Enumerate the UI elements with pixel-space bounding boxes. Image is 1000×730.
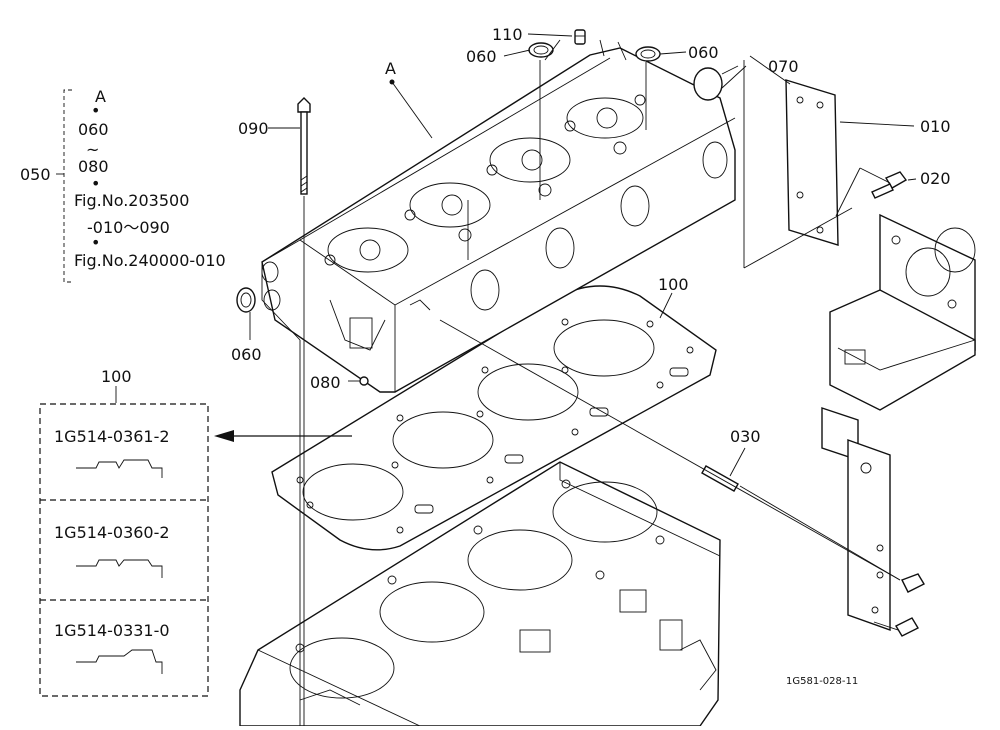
plug-070 [693, 67, 723, 101]
note-line-6: -010～090 [87, 218, 170, 237]
label-a: A [385, 59, 396, 78]
cylinder-head [261, 47, 736, 393]
note-line-2: 060 [78, 120, 109, 139]
cap-060-top [528, 42, 554, 58]
leader-lines [115, 33, 917, 726]
plate-010 [785, 79, 839, 246]
a-marker-dot [389, 79, 395, 85]
bolt-bottom-2 [895, 617, 919, 637]
label-060-right: 060 [688, 43, 719, 62]
plug-110 [574, 29, 586, 45]
label-100-top: 100 [658, 275, 689, 294]
label-110: 110 [492, 25, 523, 44]
note-dot-1: • [91, 101, 100, 120]
mounting-bracket [821, 213, 976, 631]
bolt-090 [297, 97, 311, 195]
label-060-left: 060 [231, 345, 262, 364]
note-line-5: Fig.No.203500 [74, 191, 189, 210]
bolt-020 [871, 171, 908, 199]
label-100-box: 100 [101, 367, 132, 386]
pin-080 [359, 376, 369, 386]
variant-code-1: 1G514-0361-2 [54, 427, 170, 446]
bolt-bottom-1 [901, 573, 925, 593]
note-dot-3: • [91, 233, 100, 252]
label-060-top: 060 [466, 47, 497, 66]
note-line-3: ~ [86, 140, 99, 159]
label-080: 080 [310, 373, 341, 392]
head-gasket-100 [271, 285, 717, 551]
figure-id: 1G581-028-11 [786, 676, 858, 687]
engine-block [239, 461, 721, 727]
label-010: 010 [920, 117, 951, 136]
label-070: 070 [768, 57, 799, 76]
gasket-variants-box [39, 403, 209, 697]
label-090: 090 [238, 119, 269, 138]
variant-code-3: 1G514-0331-0 [54, 621, 170, 640]
label-030: 030 [730, 427, 761, 446]
note-line-7: Fig.No.240000-010 [74, 251, 226, 270]
variant-code-2: 1G514-0360-2 [54, 523, 170, 542]
note-line-1: A [95, 87, 106, 106]
label-050: 050 [20, 165, 51, 184]
cap-060-right [635, 46, 661, 62]
cap-060-left [236, 287, 256, 313]
note-050-brace [56, 89, 72, 283]
note-line-4: 080 [78, 157, 109, 176]
label-020: 020 [920, 169, 951, 188]
arrow-to-variants [214, 430, 352, 442]
note-dot-2: • [91, 174, 100, 193]
